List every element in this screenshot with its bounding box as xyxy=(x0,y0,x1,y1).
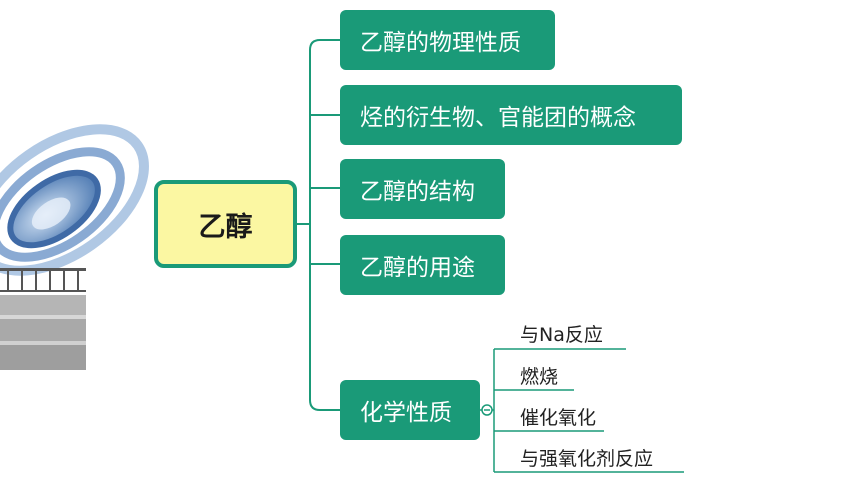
branch-structure[interactable]: 乙醇的结构 xyxy=(340,159,505,219)
branch-chemical-properties[interactable]: 化学性质 xyxy=(340,380,480,440)
spiral-illustration xyxy=(0,124,149,370)
branch-derivatives-concept[interactable]: 烃的衍生物、官能团的概念 xyxy=(340,85,682,145)
root-node[interactable]: 乙醇 xyxy=(154,180,297,268)
branch-uses[interactable]: 乙醇的用途 xyxy=(340,235,505,295)
sub-item-strong-oxidant-reaction[interactable]: 与强氧化剂反应 xyxy=(520,448,654,470)
branch-physical-properties[interactable]: 乙醇的物理性质 xyxy=(340,10,555,70)
sub-item-sodium-reaction[interactable]: 与Na反应 xyxy=(520,324,603,346)
railing-icon xyxy=(0,268,86,370)
sub-item-catalytic-oxidation[interactable]: 催化氧化 xyxy=(520,407,597,429)
sub-item-combustion[interactable]: 燃烧 xyxy=(520,366,559,388)
